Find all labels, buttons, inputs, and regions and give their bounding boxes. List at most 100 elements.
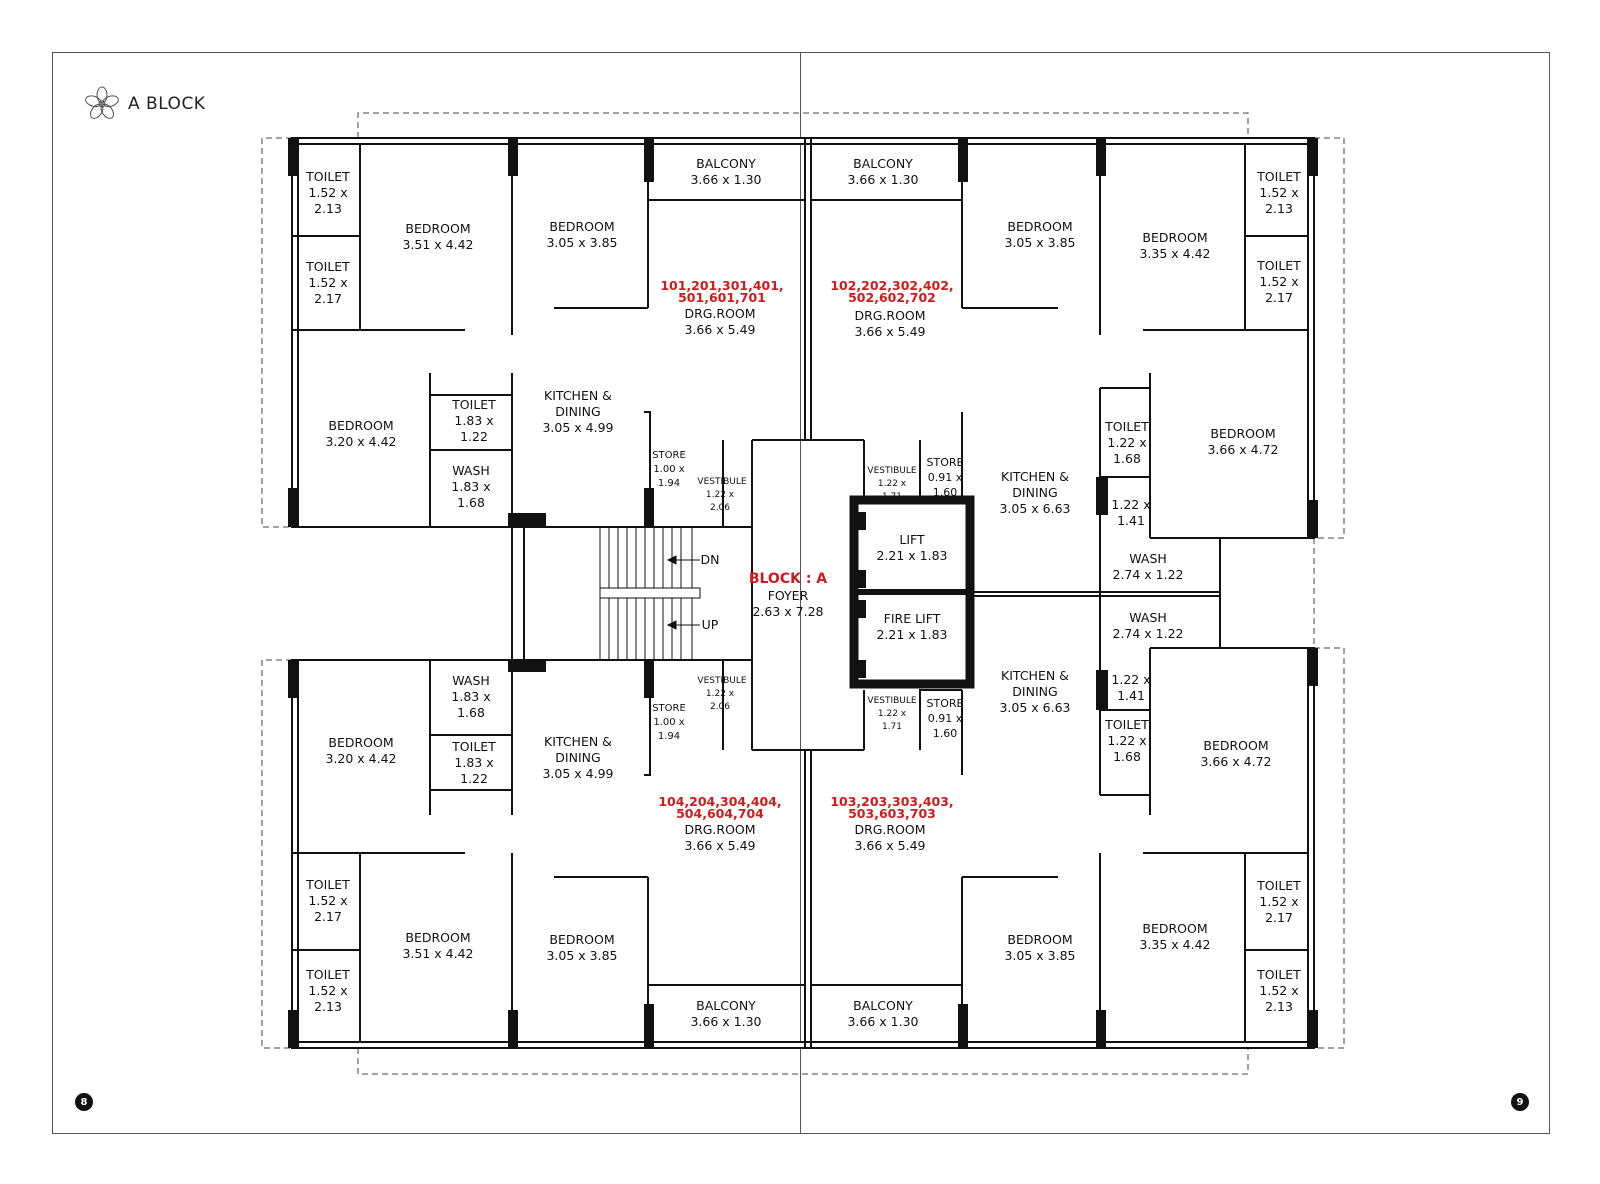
- foyer-label: FOYER: [768, 588, 809, 603]
- wash-size: 1.83 x: [451, 479, 490, 494]
- toilet-size-2: 2.13: [1265, 999, 1293, 1014]
- kitchen-label: KITCHEN &: [1001, 668, 1069, 683]
- balcony-label: BALCONY: [853, 156, 913, 171]
- bedroom-label: BEDROOM: [549, 219, 614, 234]
- kitchen-label: KITCHEN &: [544, 734, 612, 749]
- stair-down-label: DN: [701, 552, 720, 567]
- toilet-size-2: 2.17: [1265, 910, 1293, 925]
- toilet-size-2: 2.13: [1265, 201, 1293, 216]
- toilet-size: 1.52 x: [1259, 185, 1298, 200]
- toilet-size: 1.52 x: [1259, 983, 1298, 998]
- bedroom-label: BEDROOM: [1142, 921, 1207, 936]
- unit-numbers-2: 503,603,703: [848, 806, 936, 821]
- wash-right-top-size: 2.74 x 1.22: [1112, 567, 1183, 582]
- unit-top-left: BALCONY 3.66 x 1.30 TOILET 1.52 x 2.13 T…: [305, 156, 784, 513]
- bedroom-size: 3.35 x 4.42: [1139, 937, 1210, 952]
- page-number-right: 9: [1511, 1093, 1529, 1111]
- balcony-size: 3.66 x 1.30: [690, 1014, 761, 1029]
- bedroom-size: 3.66 x 4.72: [1200, 754, 1271, 769]
- bedroom-size: 3.20 x 4.42: [325, 751, 396, 766]
- drawing-room-label: DRG.ROOM: [684, 306, 755, 321]
- center-labels: BLOCK : A FOYER 2.63 x 7.28 LIFT 2.21 x …: [701, 532, 1184, 642]
- building-outline-dashed: [261, 112, 1345, 1075]
- unit-numbers-2: 502,602,702: [848, 290, 936, 305]
- toilet-size: 1.52 x: [1259, 274, 1298, 289]
- toilet-label: TOILET: [305, 169, 350, 184]
- toilet-label: TOILET: [1256, 878, 1301, 893]
- store-size-2: 1.94: [658, 478, 680, 489]
- toilet-size-2: 2.17: [1265, 290, 1293, 305]
- toilet-size-2: 1.22: [460, 429, 488, 444]
- bedroom-size: 3.20 x 4.42: [325, 434, 396, 449]
- block-title: BLOCK : A: [749, 571, 827, 587]
- balcony-label: BALCONY: [696, 156, 756, 171]
- toilet-size: 1.52 x: [1259, 894, 1298, 909]
- toilet-label: TOILET: [305, 967, 350, 982]
- bedroom-label: BEDROOM: [328, 418, 393, 433]
- store-size: 0.91 x: [928, 471, 963, 484]
- toilet-size: 1.22 x: [1107, 733, 1146, 748]
- kitchen-label: KITCHEN &: [1001, 469, 1069, 484]
- drawing-room-label: DRG.ROOM: [854, 822, 925, 837]
- vestibule-label: VESTIBULE: [697, 477, 746, 487]
- toilet-label: TOILET: [305, 259, 350, 274]
- kitchen-label-2: DINING: [555, 404, 600, 419]
- bedroom-label: BEDROOM: [405, 930, 470, 945]
- drawing-room-size: 3.66 x 5.49: [854, 838, 925, 853]
- vestibule-label: VESTIBULE: [867, 466, 916, 476]
- toilet-size: 1.22 x: [1107, 435, 1146, 450]
- page-title: A BLOCK: [128, 94, 206, 114]
- brand-header: A BLOCK: [84, 86, 205, 122]
- fire-lift-label: FIRE LIFT: [884, 611, 941, 626]
- wash-right-bottom-label: WASH: [1129, 610, 1167, 625]
- vestibule-size-2: 2.06: [710, 702, 730, 712]
- unit-numbers-2: 504,604,704: [676, 806, 764, 821]
- store-label: STORE: [652, 703, 686, 714]
- toilet-size: 1.52 x: [308, 983, 347, 998]
- toilet-size-2: 1.68: [1113, 451, 1141, 466]
- toilet-size-2: 2.13: [314, 999, 342, 1014]
- page-number-left: 8: [75, 1093, 93, 1111]
- balcony-size: 3.66 x 1.30: [847, 172, 918, 187]
- unit-numbers: 103,203,303,403,: [830, 794, 953, 809]
- bedroom-size: 3.05 x 3.85: [1004, 948, 1075, 963]
- toilet-size-2: 1.22: [460, 771, 488, 786]
- toilet-label: TOILET: [1256, 169, 1301, 184]
- bedroom-size: 3.05 x 3.85: [1004, 235, 1075, 250]
- store-size-2: 1.94: [658, 731, 680, 742]
- vestibule-size: 1.22 x: [878, 479, 907, 489]
- vestibule-size: 1.22 x: [878, 709, 907, 719]
- page-spine: [800, 52, 801, 1134]
- store-size: 1.00 x: [653, 464, 684, 475]
- store-label: STORE: [927, 697, 964, 710]
- bedroom-label: BEDROOM: [1007, 219, 1072, 234]
- kitchen-size: 3.05 x 6.63: [999, 700, 1070, 715]
- fire-lift-size: 2.21 x 1.83: [876, 627, 947, 642]
- wash-label: WASH: [452, 463, 490, 478]
- bedroom-label: BEDROOM: [1007, 932, 1072, 947]
- kitchen-size: 3.05 x 6.63: [999, 501, 1070, 516]
- store-size-2: 1.60: [933, 727, 958, 740]
- bedroom-label: BEDROOM: [328, 735, 393, 750]
- lift-size: 2.21 x 1.83: [876, 548, 947, 563]
- bedroom-size: 3.66 x 4.72: [1207, 442, 1278, 457]
- toilet-label: TOILET: [451, 397, 496, 412]
- bedroom-label: BEDROOM: [1210, 426, 1275, 441]
- toilet-label: TOILET: [305, 877, 350, 892]
- balcony-label: BALCONY: [853, 998, 913, 1013]
- bedroom-label: BEDROOM: [549, 932, 614, 947]
- vestibule-label: VESTIBULE: [867, 696, 916, 706]
- balcony-size: 3.66 x 1.30: [847, 1014, 918, 1029]
- toilet-label: TOILET: [1104, 419, 1149, 434]
- vestibule-label: VESTIBULE: [697, 676, 746, 686]
- wash-size-2: 1.68: [457, 495, 485, 510]
- toilet-label: TOILET: [451, 739, 496, 754]
- bedroom-size: 3.05 x 3.85: [546, 948, 617, 963]
- store-label: STORE: [652, 450, 686, 461]
- bedroom-size: 3.51 x 4.42: [402, 237, 473, 252]
- flower-logo-icon: [85, 86, 119, 119]
- toilet-label: TOILET: [1256, 967, 1301, 982]
- vestibule-size: 1.22 x: [706, 490, 735, 500]
